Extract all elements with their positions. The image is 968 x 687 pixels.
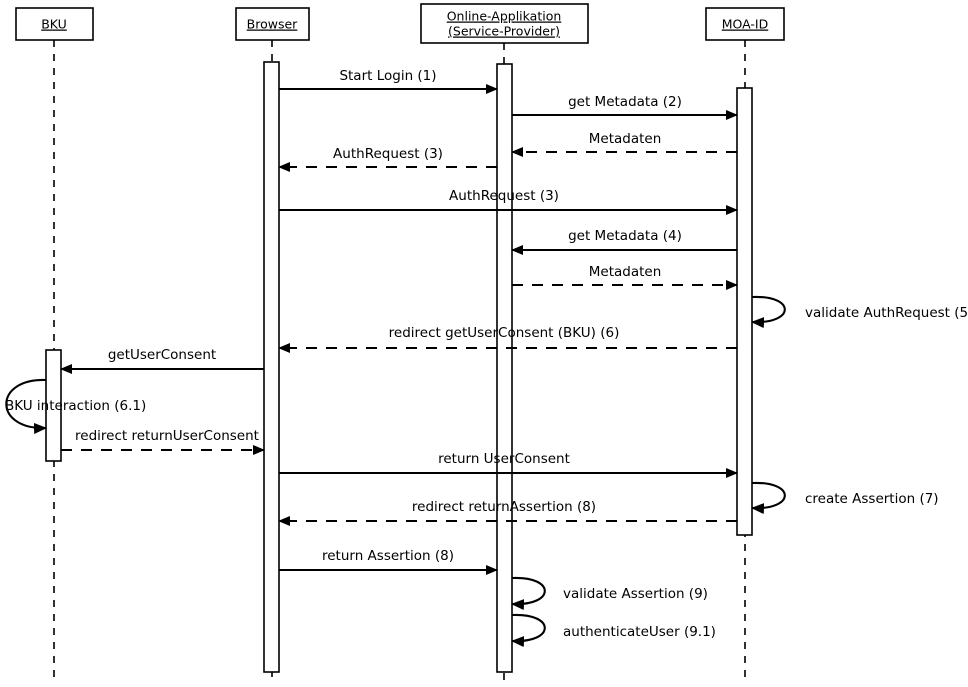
message-label-m10: redirect returnUserConsent [75,428,259,444]
self-messages-layer: validate AuthRequest (5) BKU interaction … [5,295,968,648]
actor-box-oa [420,3,589,44]
self-message-label-s3: create Assertion (7) [805,491,939,507]
actor-header-moaid[interactable]: MOA-ID [705,7,785,41]
actor-label-oa: Online-Applikation [447,9,562,24]
message-label-m4: AuthRequest (3) [333,146,443,162]
message-label-m1: Start Login (1) [339,68,436,84]
messages-layer: Start Login (1) get Metadata (2) Metadaten… [60,68,738,575]
actor-box-moaid [705,7,785,41]
message-label-m6: get Metadata (4) [568,228,682,244]
self-message-label-s1: validate AuthRequest (5) [805,305,968,321]
message-label-m13: return Assertion (8) [322,548,454,564]
actor-label-moaid: MOA-ID [722,17,769,32]
activation-bar-bku [45,349,62,462]
actor-boxes-layer: BKU Browser Online-Applikation(Service-Pro… [15,3,785,44]
actor-label-browser: Browser [247,17,299,32]
activation-bar-moaid [736,87,753,536]
self-message-label-s5: authenticateUser (9.1) [563,624,716,640]
self-message-arc-s2 [5,378,47,434]
message-label-m9: getUserConsent [108,347,216,363]
message-label-m8: redirect getUserConsent (BKU) (6) [389,325,620,341]
message-label-m5: AuthRequest (3) [449,188,559,204]
self-message-arc-s1 [751,295,786,329]
actor-header-browser[interactable]: Browser [235,7,310,41]
self-message-label-s4: validate Assertion (9) [563,586,708,602]
message-label-m3: Metadaten [589,131,662,147]
self-message-arc-s3 [751,481,786,515]
message-label-m12: redirect returnAssertion (8) [412,499,596,515]
message-label-m7: Metadaten [589,264,662,280]
self-message-label-s2: BKU interaction (6.1) [5,398,146,414]
self-message-arc-s5 [511,613,546,648]
self-message-arc-s4 [511,576,546,611]
activation-bar-browser [263,61,280,673]
actor-box-browser [235,7,310,41]
actor-label-bku: BKU [41,17,67,32]
actor-header-oa[interactable]: Online-Applikation(Service-Provider) [420,3,589,44]
message-label-m2: get Metadata (2) [568,94,682,110]
actor-header-bku[interactable]: BKU [15,7,94,41]
actor-box-bku [15,7,94,41]
message-label-m11: return UserConsent [438,451,570,467]
activation-bar-oa [496,63,513,673]
actor-label-oa: (Service-Provider) [448,24,560,39]
